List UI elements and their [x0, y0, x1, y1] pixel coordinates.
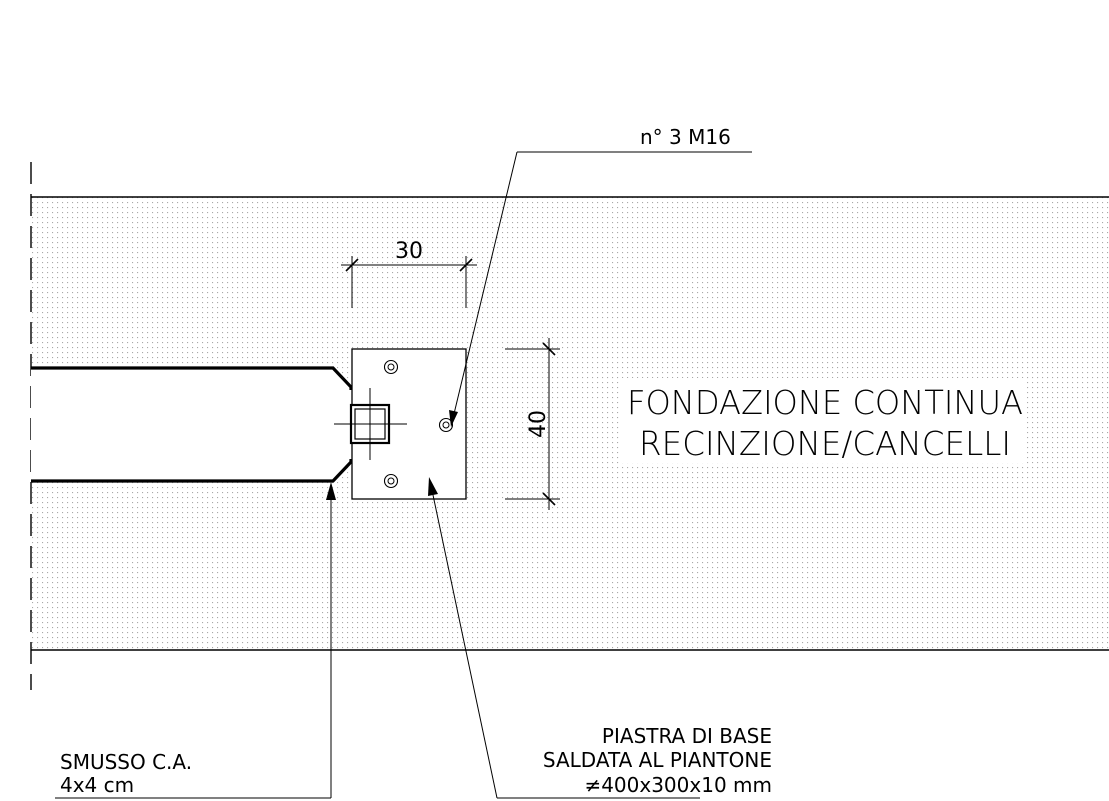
- bolts-leader: [452, 151, 518, 419]
- chamfer-label-line1: SMUSSO C.A.: [60, 750, 192, 774]
- plate-label-line1: PIASTRA DI BASE: [602, 724, 772, 748]
- beam-top-edge: [31, 366, 353, 390]
- dimension-horizontal: [341, 256, 477, 308]
- foundation-label-line1: FONDAZIONE CONTINUA: [627, 383, 1023, 422]
- dimension-vertical: [505, 338, 560, 510]
- bolts-label: n° 3 M16: [640, 125, 731, 149]
- plate-leader: [432, 494, 498, 799]
- foundation-label-background: [622, 378, 1024, 463]
- bolt-top: [383, 359, 399, 375]
- beam-bottom-edge: [31, 459, 353, 483]
- dimension-vertical-label: 40: [526, 410, 551, 438]
- beam-fill: [31, 368, 351, 481]
- dimension-horizontal-label: 30: [395, 239, 423, 264]
- foundation-label-line2: RECINZIONE/CANCELLI: [639, 424, 1011, 463]
- plate-label-line2: SALDATA AL PIANTONE: [543, 748, 772, 772]
- plate-leader-arrow: [428, 477, 438, 496]
- bolts-leader-arrow: [449, 410, 458, 427]
- bolt-bottom: [383, 473, 399, 489]
- plate-label-line3: ≠400x300x10 mm: [584, 773, 772, 797]
- chamfer-leader-arrow: [326, 482, 336, 500]
- chamfer-label-line2: 4x4 cm: [60, 773, 134, 797]
- bolt-right: [438, 417, 454, 433]
